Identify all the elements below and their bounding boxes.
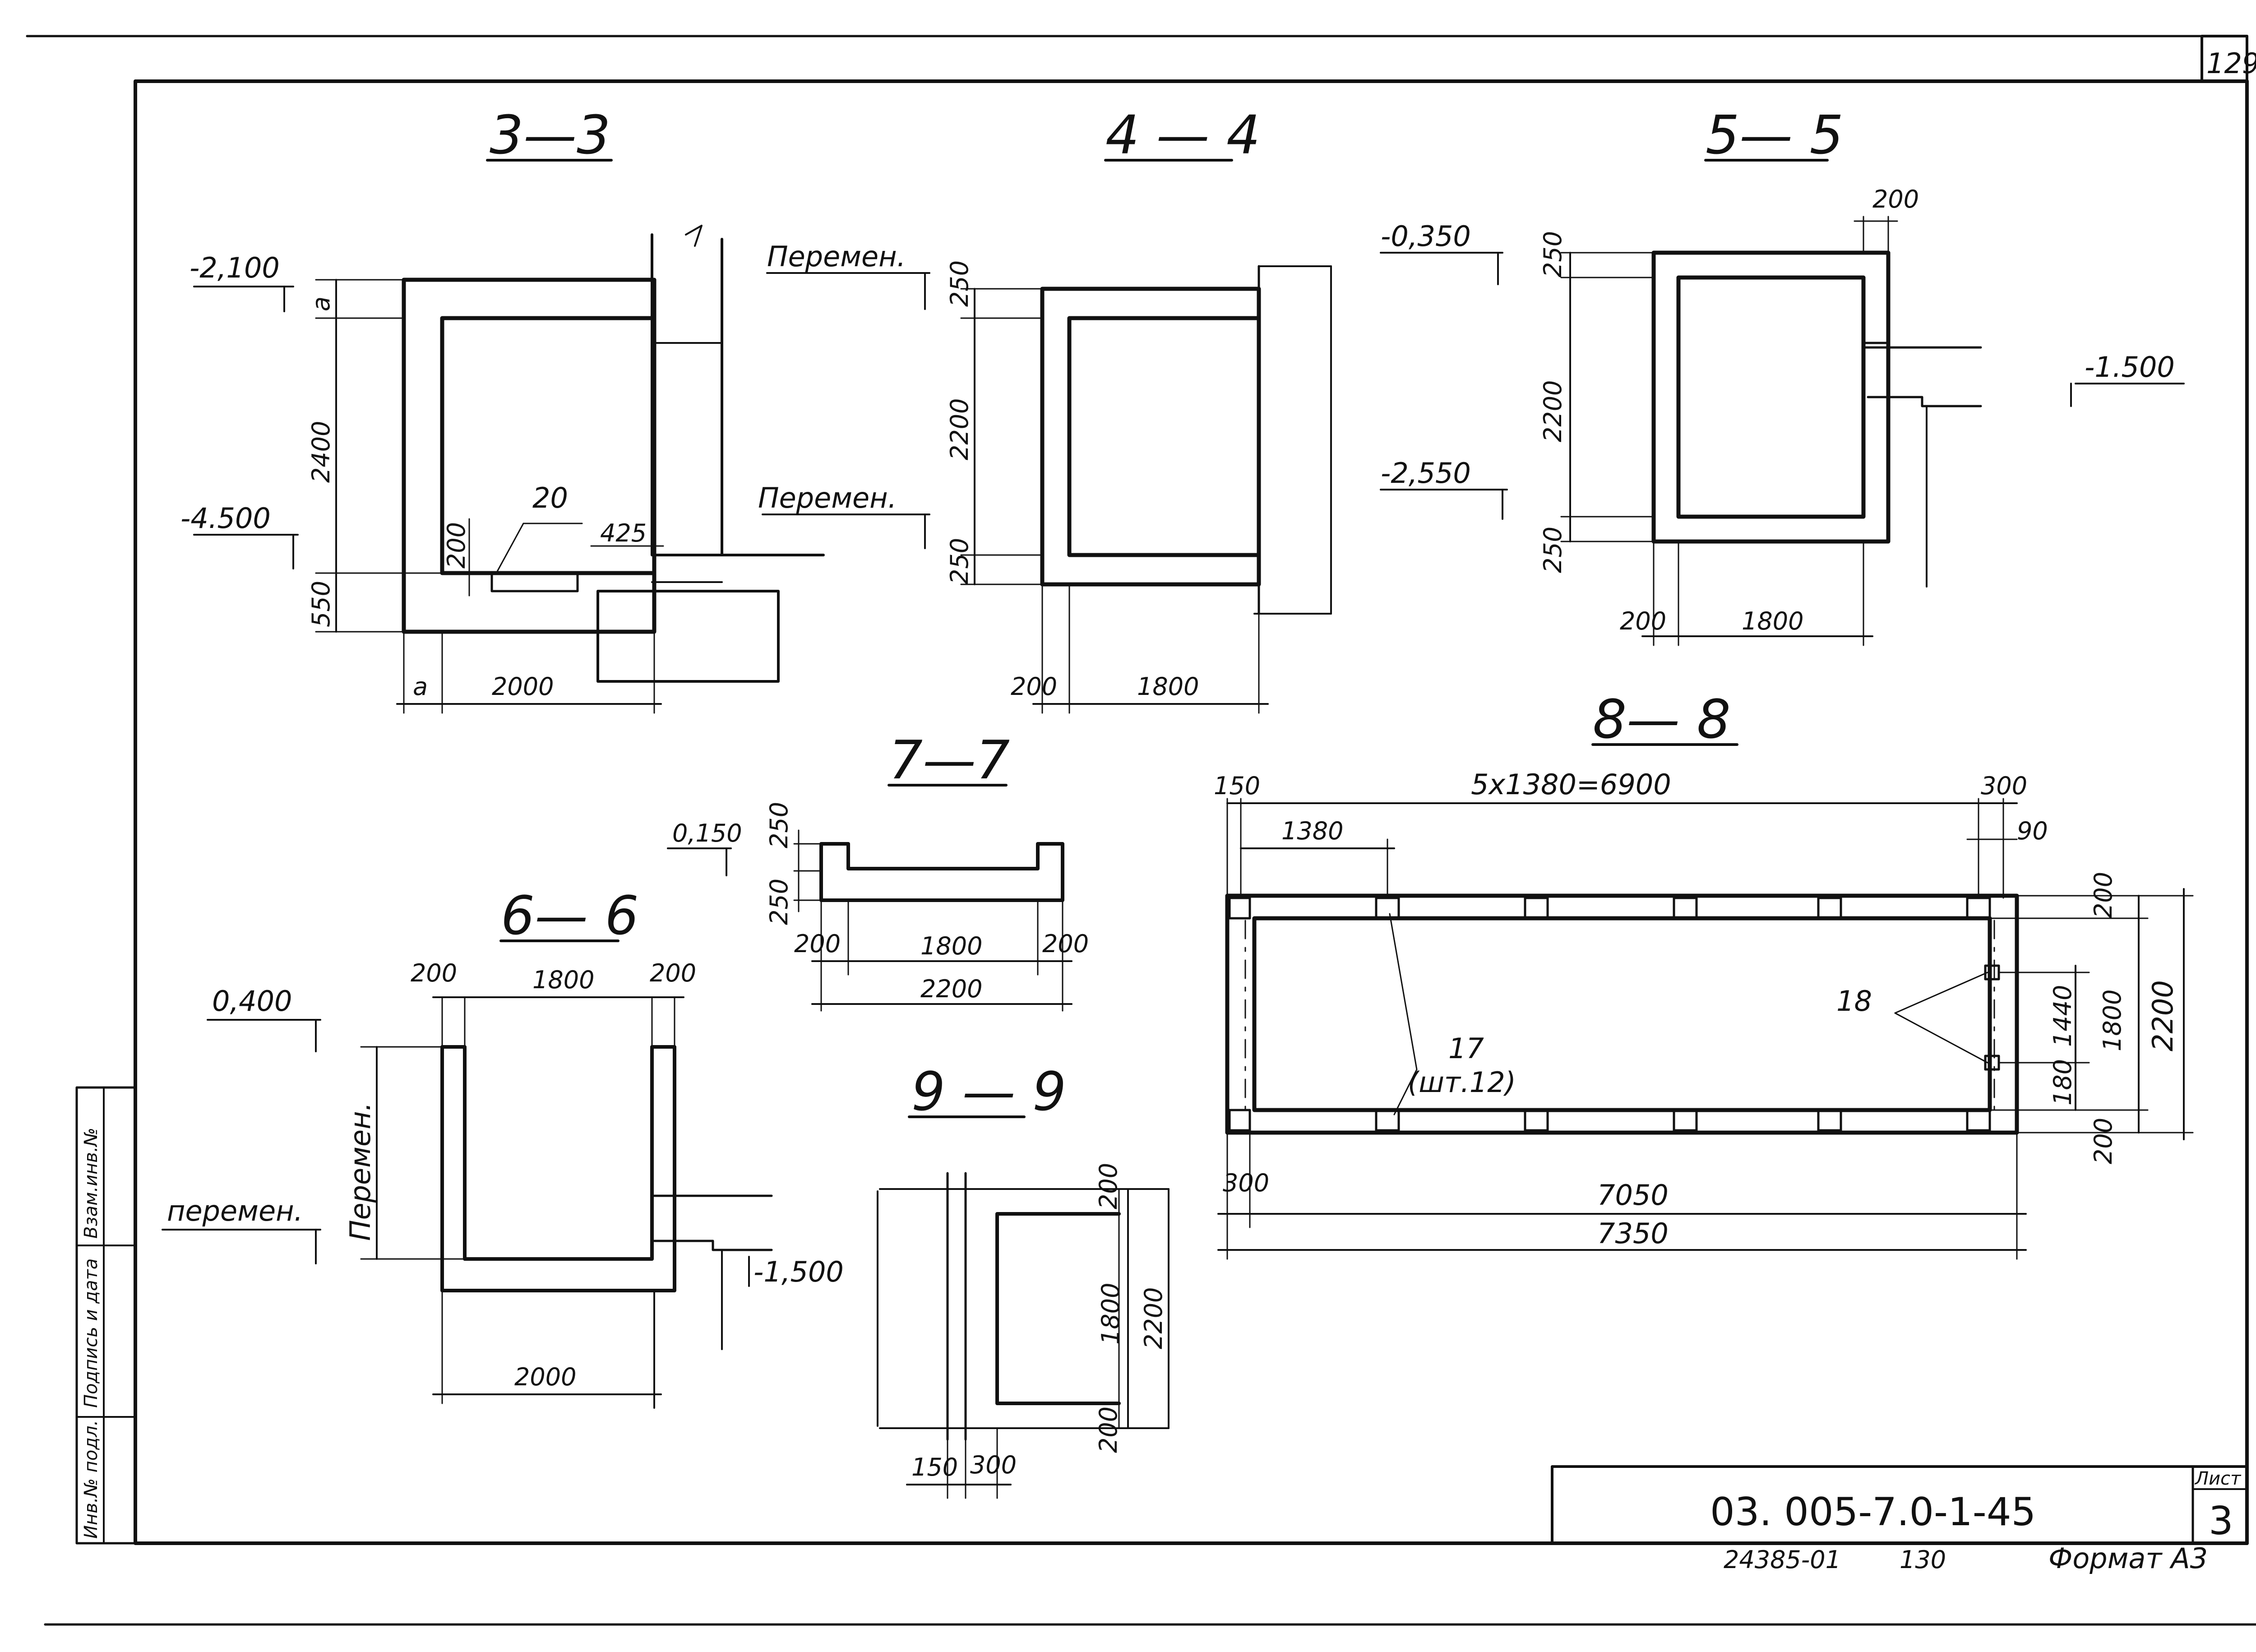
section-8-8 bbox=[1217, 743, 2194, 1260]
footer-code: 24385-01 bbox=[1724, 1546, 1841, 1574]
mark-3-3-top: -2,100 bbox=[190, 251, 280, 284]
dim-3-3-a-bottom: a bbox=[413, 672, 428, 701]
title-7-7: 7—7 bbox=[889, 729, 1010, 791]
dim-8-8-1800: 1800 bbox=[2098, 990, 2127, 1051]
section-3-3 bbox=[193, 159, 825, 714]
dim-8-8-bays: 5x1380=6900 bbox=[1471, 768, 1671, 801]
dim-8-8-200-bottom: 200 bbox=[2089, 1118, 2117, 1164]
dim-5-5-1800: 1800 bbox=[1742, 607, 1803, 635]
dim-6-6-200-left: 200 bbox=[411, 959, 457, 987]
dim-6-6-1800: 1800 bbox=[532, 966, 594, 994]
title-8-8: 8— 8 bbox=[1593, 688, 1731, 750]
dim-8-8-90: 90 bbox=[2017, 817, 2048, 845]
sheet-label: Лист bbox=[2194, 1468, 2242, 1489]
dim-8-8-150: 150 bbox=[1214, 772, 1260, 800]
mark-5-5-top: -0,350 bbox=[1381, 220, 1471, 253]
dim-5-5-2200: 2200 bbox=[1539, 380, 1567, 442]
callout-17-qty: (шт.12) bbox=[1408, 1066, 1516, 1099]
dim-3-3-200: 200 bbox=[442, 522, 471, 569]
dim-9-9-150: 150 bbox=[911, 1453, 958, 1481]
dim-4-4-200: 200 bbox=[1011, 672, 1057, 701]
mark-3-3-bottom: -4.500 bbox=[180, 502, 271, 535]
sheet-number: 3 bbox=[2209, 1499, 2233, 1544]
document-code: 03. 005-7.0-1-45 bbox=[1710, 1490, 2036, 1535]
dim-8-8-1440: 1440 bbox=[2048, 985, 2077, 1047]
stamp-inv: Инв.№ подл. bbox=[81, 1420, 102, 1539]
callout-17: 17 bbox=[1448, 1032, 1484, 1065]
stamp-sign: Подпись и дата bbox=[81, 1259, 102, 1408]
dim-6-6-2000: 2000 bbox=[514, 1363, 576, 1391]
dim-9-9-200-top: 200 bbox=[1094, 1163, 1123, 1209]
mark-4-4-bottom: Перемен. bbox=[758, 481, 897, 514]
dim-3-3-a-top: a bbox=[307, 296, 335, 311]
title-9-9: 9 — 9 bbox=[911, 1060, 1066, 1123]
dim-5-5-200: 200 bbox=[1620, 607, 1666, 635]
dim-3-3-20: 20 bbox=[532, 481, 568, 514]
dim-7-7-200-right: 200 bbox=[1042, 930, 1089, 958]
dim-9-9-2200: 2200 bbox=[1139, 1287, 1168, 1349]
dim-4-4-2200: 2200 bbox=[945, 398, 974, 460]
callout-18: 18 bbox=[1836, 985, 1872, 1018]
dim-5-5-250-bottom: 250 bbox=[1539, 527, 1567, 573]
stamp-replace: Взам.инв.№ bbox=[81, 1128, 102, 1239]
dim-7-7-250-top: 250 bbox=[765, 802, 793, 848]
dim-5-5-200-top: 200 bbox=[1872, 185, 1919, 213]
dim-4-4-250-bottom: 250 bbox=[945, 538, 974, 584]
mark-5-5-right: -1.500 bbox=[2085, 351, 2175, 384]
mark-6-6-right: -1,500 bbox=[754, 1255, 844, 1288]
dim-8-8-1380: 1380 bbox=[1281, 817, 1343, 845]
format-label: Формат А3 bbox=[2048, 1542, 2208, 1575]
section-7-7 bbox=[667, 784, 1073, 1012]
dim-7-7-250-bottom: 250 bbox=[765, 879, 793, 925]
dim-3-3-425: 425 bbox=[600, 519, 647, 547]
sheet-labels: 129 03. 005-7.0-1-45 Лист 3 24385-01 130… bbox=[81, 47, 2256, 1575]
dim-8-8-7350: 7350 bbox=[1597, 1217, 1669, 1250]
mark-7-7: 0,150 bbox=[672, 819, 742, 847]
title-5-5: 5— 5 bbox=[1706, 104, 1844, 166]
dim-9-9-300: 300 bbox=[970, 1451, 1017, 1479]
mark-6-6-bottom: перемен. bbox=[167, 1194, 303, 1227]
title-4-4: 4 — 4 bbox=[1105, 104, 1260, 166]
dim-8-8-2200: 2200 bbox=[2146, 980, 2179, 1051]
dim-3-3-550: 550 bbox=[307, 581, 335, 627]
title-3-3: 3—3 bbox=[490, 104, 610, 166]
dim-4-4-1800: 1800 bbox=[1137, 672, 1199, 701]
sheet-frame bbox=[26, 35, 2256, 1626]
dim-9-9-1800: 1800 bbox=[1096, 1283, 1125, 1345]
dim-3-3-2400: 2400 bbox=[307, 421, 335, 483]
mark-6-6-top: 0,400 bbox=[212, 985, 292, 1018]
dim-8-8-180: 180 bbox=[2048, 1059, 2077, 1106]
section-9-9 bbox=[877, 1115, 1170, 1499]
dim-8-8-300-bottom: 300 bbox=[1223, 1169, 1269, 1197]
dim-8-8-300-top: 300 bbox=[1981, 772, 2027, 800]
mark-5-5-bottom: -2,550 bbox=[1381, 457, 1471, 490]
dim-4-4-250-top: 250 bbox=[945, 260, 974, 307]
dim-7-7-200-left: 200 bbox=[794, 930, 841, 958]
section-4-4 bbox=[762, 159, 1332, 714]
dim-6-6-variable: Перемен. bbox=[344, 1102, 377, 1241]
section-6-6 bbox=[162, 939, 773, 1409]
title-6-6: 6— 6 bbox=[501, 884, 639, 947]
dim-7-7-2200: 2200 bbox=[920, 975, 982, 1003]
page-number: 129 bbox=[2206, 47, 2256, 80]
mark-4-4-top: Перемен. bbox=[767, 240, 906, 273]
dim-6-6-200-right: 200 bbox=[650, 959, 696, 987]
dim-9-9-200-bottom: 200 bbox=[1094, 1407, 1123, 1453]
dim-8-8-7050: 7050 bbox=[1597, 1179, 1669, 1212]
dim-3-3-2000: 2000 bbox=[492, 672, 554, 701]
section-5-5 bbox=[1380, 159, 2185, 646]
dim-7-7-1800: 1800 bbox=[920, 932, 982, 960]
dim-8-8-200-top: 200 bbox=[2089, 872, 2117, 918]
dim-5-5-250-top: 250 bbox=[1539, 231, 1567, 278]
footer-page: 130 bbox=[1900, 1546, 1946, 1574]
